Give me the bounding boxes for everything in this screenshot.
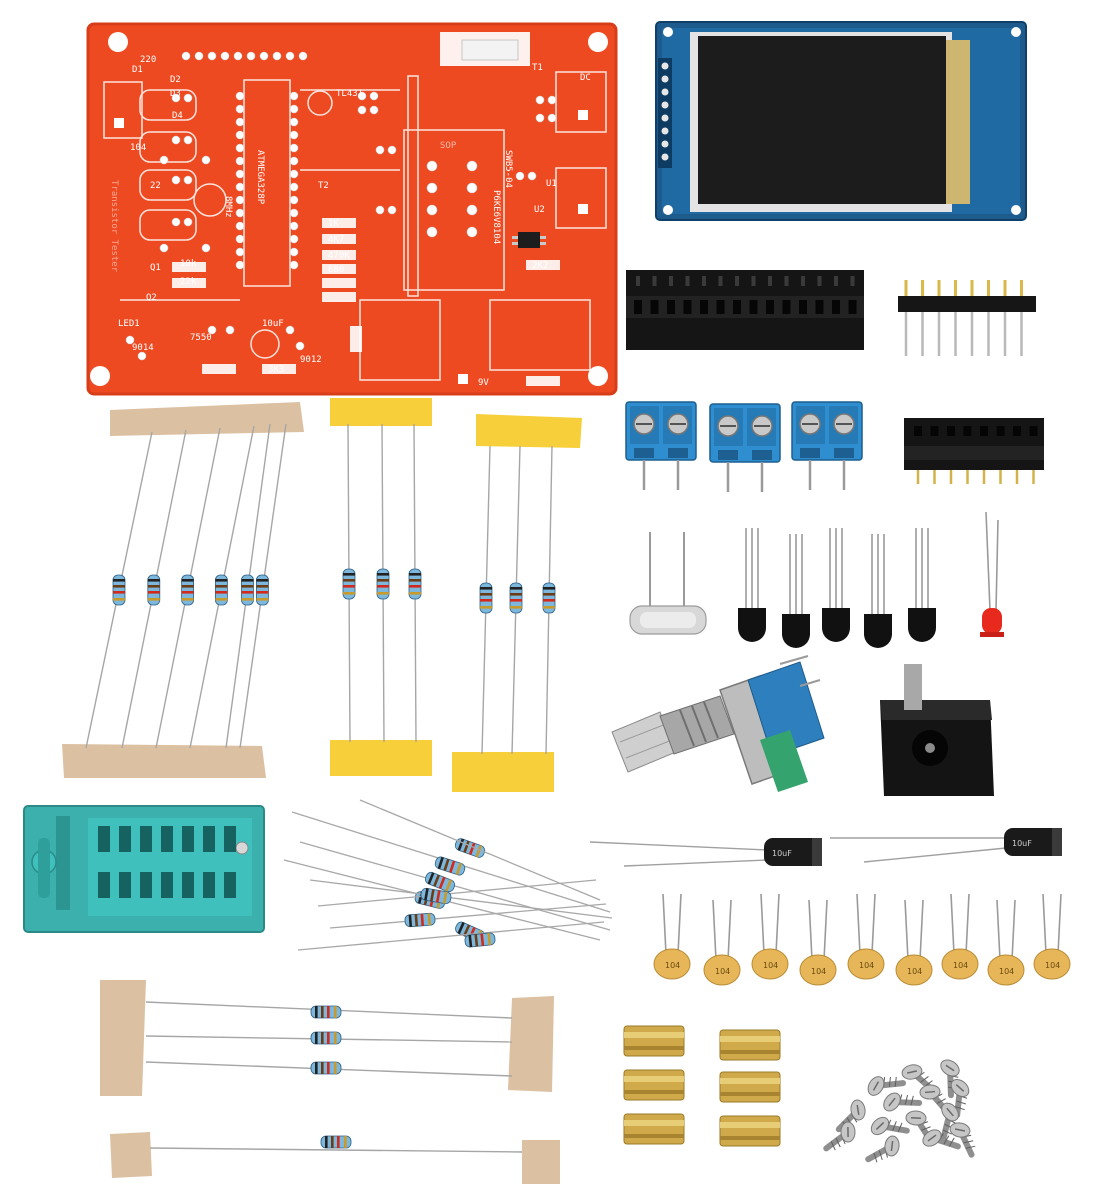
pcb-designator: D1 [132,65,143,75]
ceramic-cap-label: 104 [715,967,730,976]
pcb-chip-label: SOP [440,141,457,151]
pcb-designator: 22 [150,181,161,191]
pcb-designator: 9014 [132,343,154,353]
ceramic-cap-label: 104 [999,967,1014,976]
pcb-designator: 10k [180,259,197,269]
pcb-designator: Q1 [150,263,161,273]
lcd-screen [698,36,946,204]
female-strip-header [904,418,1044,484]
crystal-oscillator [629,532,707,635]
pcb-mcu-label: ATMEGA328P [255,150,265,205]
ceramic-cap-label: 104 [859,961,874,970]
pcb-designator: 10uF [262,319,284,329]
pcb-designator: 1K [328,219,339,229]
pcb-designator: D3 [170,89,181,99]
electrolytic-label-1: 10uF [772,849,792,858]
resistor-strip-single [110,1132,560,1184]
female-header-socket [626,270,864,350]
resistor-strip-middle [330,398,432,776]
male-pin-header [898,280,1036,356]
pcb-model-label: P6KE6V8104 [491,190,501,244]
lcd-module [655,21,1027,221]
pcb-designator: 2K2 [532,261,548,271]
screw-terminal-2 [708,402,782,494]
pcb-designator: 220 [140,55,156,65]
zif-socket [23,805,265,933]
resistor-strip-bottom [100,980,554,1096]
electrolytic-capacitor-2: 10uF [830,828,1062,863]
pcb-designator: T2 [318,181,329,191]
ceramic-capacitors: 104 104 104 104 104 104 104 104 104 [653,893,1071,986]
brass-standoffs [623,1025,781,1147]
ceramic-cap-label: 104 [953,961,968,970]
pcb-designator: 22k [180,277,197,287]
smd-chip [518,232,540,248]
pcb-designator: 680 [328,265,344,275]
pcb-designator: DC [580,73,591,83]
pcb-designator: U1 [546,179,557,189]
pcb-designator: 9012 [300,355,322,365]
dc-power-jack [880,664,994,796]
resistor-strip-left [62,402,304,778]
pcb-designator: T1 [532,63,543,73]
ceramic-cap-label: 104 [665,961,680,970]
red-led [980,511,1004,637]
electrolytic-label-2: 10uF [1012,839,1032,848]
pcb-designator: D4 [172,111,183,121]
ceramic-cap-label: 104 [907,967,922,976]
screw-terminal-3 [790,400,864,492]
pcb-crystal-label: 8MHz [223,196,233,218]
pcb-vertical-label: Transistor Tester [109,180,119,273]
ceramic-cap-label: 104 [811,967,826,976]
pcb-designator: D2 [170,75,181,85]
pcb-board: ATMEGA328P 8MHz Transistor Tester P6KE6V… [86,22,618,396]
pcb-designator: 104 [130,143,146,153]
pcb-designator: 4K7 [328,235,344,245]
screw-terminal-1 [624,400,698,492]
pcb-designator: Q2 [146,293,157,303]
resistor-strip-right [452,414,582,792]
loose-resistors [283,799,613,951]
screws [826,1057,979,1165]
ceramic-cap-label: 104 [763,961,778,970]
pcb-designator: 470K [328,251,350,261]
pcb-designator: U2 [534,205,545,215]
pcb-designator: 3K3 [268,365,284,375]
pcb-designator: 7550 [190,333,212,343]
transistors [737,527,937,649]
pcb-designator: TL431 [336,89,363,99]
electrolytic-capacitor-1: 10uF [589,838,822,867]
pcb-switch-label: SWB5-04 [503,150,513,188]
pcb-designator: LED1 [118,319,140,329]
ceramic-cap-label: 104 [1045,961,1060,970]
rotary-encoder [611,655,825,792]
pcb-battery-label: 9V [478,378,489,388]
